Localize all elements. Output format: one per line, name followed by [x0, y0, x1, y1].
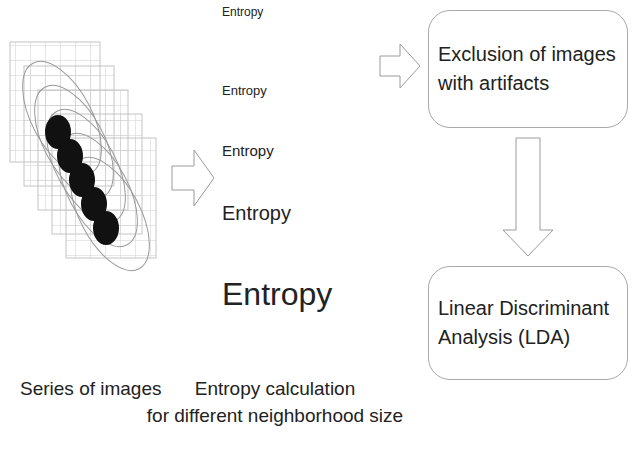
box-content: Exclusion of images with artifacts — [438, 40, 618, 98]
hollow-arrow — [172, 150, 214, 206]
neighborhood-ellipse — [18, 73, 129, 211]
entropy-label: Entropy — [222, 142, 274, 159]
hollow-arrow — [380, 44, 420, 88]
caption-label: Entropy calculation — [195, 378, 356, 400]
process-box: Linear Discriminant Analysis (LDA) — [428, 266, 628, 380]
entropy-label: Entropy — [222, 84, 267, 99]
box-content: Linear Discriminant Analysis (LDA) — [438, 294, 618, 352]
entropy-label: Entropy — [222, 6, 263, 20]
process-box: Exclusion of images with artifacts — [428, 10, 628, 128]
caption-label: Series of images — [20, 378, 162, 400]
entropy-label: Entropy — [222, 276, 332, 313]
neighborhood-ellipses — [6, 49, 165, 283]
caption-label: for different neighborhood size — [147, 405, 403, 427]
flow-arrow — [503, 138, 553, 256]
blob — [93, 211, 119, 245]
entropy-label: Entropy — [222, 202, 291, 225]
image-stack — [10, 42, 156, 258]
neighborhood-ellipse — [6, 49, 117, 187]
neighborhood-ellipse — [30, 97, 141, 235]
box-text: Exclusion of images with artifacts — [438, 40, 618, 98]
box-text: Linear Discriminant Analysis (LDA) — [438, 294, 618, 352]
black-blobs — [45, 115, 119, 245]
